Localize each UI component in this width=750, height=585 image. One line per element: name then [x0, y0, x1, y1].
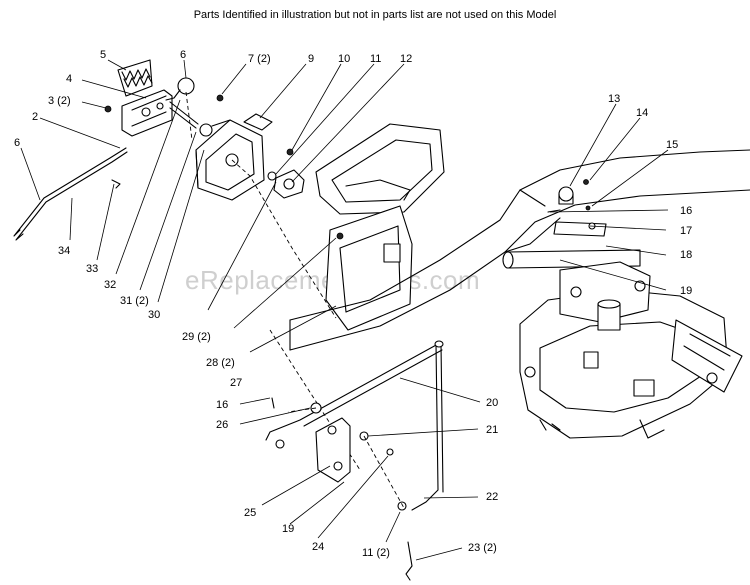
callout-19: 19: [680, 285, 692, 297]
pivot-bracket: [195, 94, 305, 201]
callout-11-lower: 11 (2): [362, 547, 390, 559]
pedal-rod: [13, 147, 128, 241]
callout-5: 5: [100, 49, 106, 61]
callout-3: 3 (2): [48, 95, 71, 107]
pedal-bracket: [121, 89, 199, 137]
callout-16-lower: 16: [216, 399, 228, 411]
callout-18: 18: [680, 249, 692, 261]
callout-13: 13: [608, 93, 620, 105]
callout-4: 4: [66, 73, 72, 85]
callout-31: 31 (2): [120, 295, 149, 307]
callout-10: 10: [338, 53, 350, 65]
callout-19-lower: 19: [282, 523, 294, 535]
callout-labels: 5 6 4 3 (2) 2 6 7 (2) 9 10 11 12 34 33 3…: [14, 49, 692, 559]
callout-21: 21: [486, 424, 498, 436]
callout-6-rod: 6: [14, 137, 20, 149]
callout-23: 23 (2): [468, 542, 497, 554]
callout-34: 34: [58, 245, 70, 257]
callout-28: 28 (2): [206, 357, 235, 369]
leader-lines: [20, 59, 669, 561]
knob: [165, 77, 195, 101]
callout-24: 24: [312, 541, 324, 553]
callout-33: 33: [86, 263, 98, 275]
pin: [111, 179, 121, 189]
spring: [117, 59, 153, 97]
callout-16: 16: [680, 205, 692, 217]
callout-29: 29 (2): [182, 331, 211, 343]
callout-26: 26: [216, 419, 228, 431]
callout-30: 30: [148, 309, 160, 321]
frame-bracket: [315, 123, 445, 331]
diagram-header-note: Parts Identified in illustration but not…: [193, 9, 557, 21]
frame-rail: [289, 149, 750, 351]
callout-27: 27: [230, 377, 242, 389]
callout-14: 14: [636, 107, 648, 119]
screw: [104, 105, 112, 113]
callout-22: 22: [486, 491, 498, 503]
callout-25: 25: [244, 507, 256, 519]
callout-6: 6: [180, 49, 186, 61]
transmission-body: [519, 261, 743, 439]
callout-9: 9: [308, 53, 314, 65]
callout-11: 11: [370, 53, 381, 65]
callout-32: 32: [104, 279, 116, 291]
callout-2: 2: [32, 111, 38, 123]
callout-12: 12: [400, 53, 412, 65]
callout-20: 20: [486, 397, 498, 409]
callout-15: 15: [666, 139, 678, 151]
callout-7: 7 (2): [248, 53, 271, 65]
callout-17: 17: [680, 225, 692, 237]
lower-linkage: [265, 340, 444, 581]
